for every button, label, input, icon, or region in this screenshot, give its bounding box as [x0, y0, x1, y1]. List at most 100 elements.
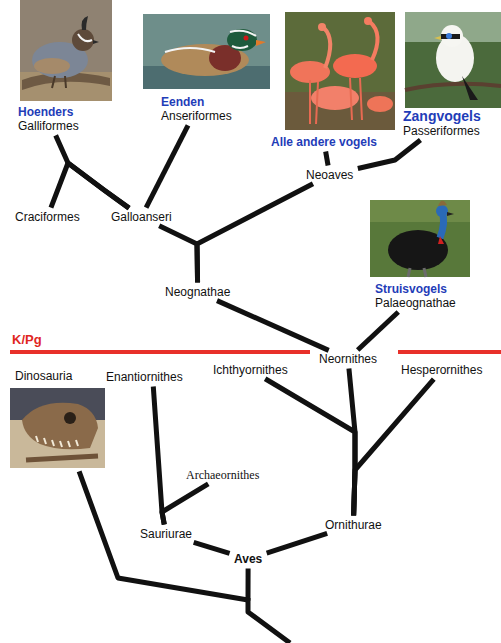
cassowary-photo — [408, 268, 426, 277]
dinosaur-skeleton-photo — [10, 388, 105, 468]
cassowary-photo — [436, 205, 448, 217]
tree-branch — [146, 125, 188, 207]
dinosaur-skeleton-photo — [26, 456, 98, 460]
tree-branch — [153, 386, 164, 524]
duck-photo — [165, 48, 215, 52]
tree-root-line — [248, 598, 290, 643]
songbird-photo — [446, 33, 452, 39]
tree-branch — [194, 542, 230, 553]
flamingo-photo — [285, 12, 395, 130]
clade-label: StruisvogelsPalaeognathae — [372, 281, 459, 311]
songbird-photo — [441, 34, 460, 39]
clade-label: Ichthyornithes — [210, 362, 291, 378]
clade-label: Neoaves — [303, 167, 356, 183]
cassowary-photo — [370, 200, 470, 222]
flamingo-photo — [290, 61, 330, 83]
quail-photo — [93, 40, 99, 44]
duck-photo — [227, 29, 257, 51]
clade-name: Archaeornithes — [186, 468, 259, 482]
clade-label: Enantiornithes — [103, 369, 186, 385]
songbird-photo — [405, 84, 501, 90]
clade-subname: Passeriformes — [403, 124, 481, 138]
clade-name: Struisvogels — [375, 282, 456, 296]
clade-label: ZangvogelsPasseriformes — [400, 107, 484, 139]
tree-root-line — [248, 598, 290, 643]
clade-label: Hesperornithes — [398, 362, 485, 378]
clade-name: Sauriurae — [140, 527, 192, 541]
kpg-boundary-line — [10, 350, 310, 354]
clade-name: Neornithes — [319, 352, 377, 366]
quail-photo — [20, 72, 112, 101]
kpg-boundary-line — [398, 350, 501, 354]
clade-name: Ichthyornithes — [213, 363, 288, 377]
cassowary-photo — [447, 212, 454, 216]
dinosaur-skeleton-photo — [22, 403, 98, 450]
quail-photo — [34, 58, 70, 74]
duck-photo — [143, 14, 270, 89]
clade-label: Neognathae — [162, 284, 233, 300]
flamingo-photo — [370, 22, 378, 60]
tree-branch — [51, 163, 129, 208]
flamingo-photo — [367, 96, 393, 112]
tree-branch — [217, 301, 329, 351]
tree-branch — [265, 379, 355, 516]
clade-name: Eenden — [161, 95, 232, 109]
clade-name: Zangvogels — [403, 108, 481, 124]
flamingo-photo — [364, 17, 372, 25]
clade-label: Craciformes — [12, 209, 83, 225]
clade-label: HoendersGalliformes — [15, 104, 82, 134]
songbird-photo — [462, 76, 478, 100]
cassowary-photo — [438, 201, 447, 206]
duck-photo — [232, 46, 248, 48]
clade-name: Neognathae — [165, 285, 230, 299]
clade-name: Alle andere vogels — [271, 135, 377, 149]
tree-branch — [197, 184, 313, 283]
boundary-label: K/Pg — [12, 332, 42, 347]
clade-label: Ornithurae — [322, 517, 385, 533]
tree-branch — [267, 533, 327, 553]
clade-subname: Palaeognathae — [375, 296, 456, 310]
clade-name: Galloanseri — [111, 210, 172, 224]
duck-photo — [230, 31, 256, 36]
tree-branch — [159, 226, 197, 283]
flamingo-photo — [318, 23, 326, 31]
cassowary-photo — [438, 236, 444, 244]
clade-name: Hesperornithes — [401, 363, 482, 377]
tree-branch — [354, 379, 434, 515]
clade-label: Aves — [231, 551, 265, 567]
clade-label: Sauriurae — [137, 526, 195, 542]
kpg-boundary-line — [10, 352, 501, 353]
duck-photo — [244, 36, 249, 41]
songbird-photo — [405, 12, 501, 108]
tree-branch — [162, 484, 208, 525]
cassowary-photo — [370, 200, 470, 277]
clade-name: Dinosauria — [15, 369, 105, 383]
songbird-photo — [434, 36, 441, 40]
clade-subname: Galliformes — [18, 119, 79, 133]
dinosaur-skeleton-photo — [64, 412, 76, 424]
clade-name: Hoenders — [18, 105, 79, 119]
songbird-photo — [405, 12, 501, 108]
quail-photo — [20, 0, 112, 101]
clade-label: Dinosauria — [12, 368, 108, 470]
clade-label: Alle andere vogels — [268, 134, 380, 150]
quail-photo — [82, 16, 88, 30]
clade-name: Craciformes — [15, 210, 80, 224]
clade-label: Galloanseri — [108, 209, 175, 225]
quail-photo — [72, 29, 94, 51]
clade-label: EendenAnseriformes — [158, 94, 235, 124]
tree-branch — [79, 471, 248, 600]
clade-label: Neornithes — [316, 351, 380, 367]
flamingo-photo — [333, 54, 377, 78]
flamingo-photo — [285, 12, 395, 130]
dinosaur-skeleton-photo — [36, 436, 78, 447]
clade-subname: Anseriformes — [161, 109, 232, 123]
quail-photo — [52, 76, 66, 88]
cassowary-photo — [370, 200, 470, 277]
clade-name: Aves — [234, 552, 262, 566]
flamingo-photo — [324, 28, 330, 68]
